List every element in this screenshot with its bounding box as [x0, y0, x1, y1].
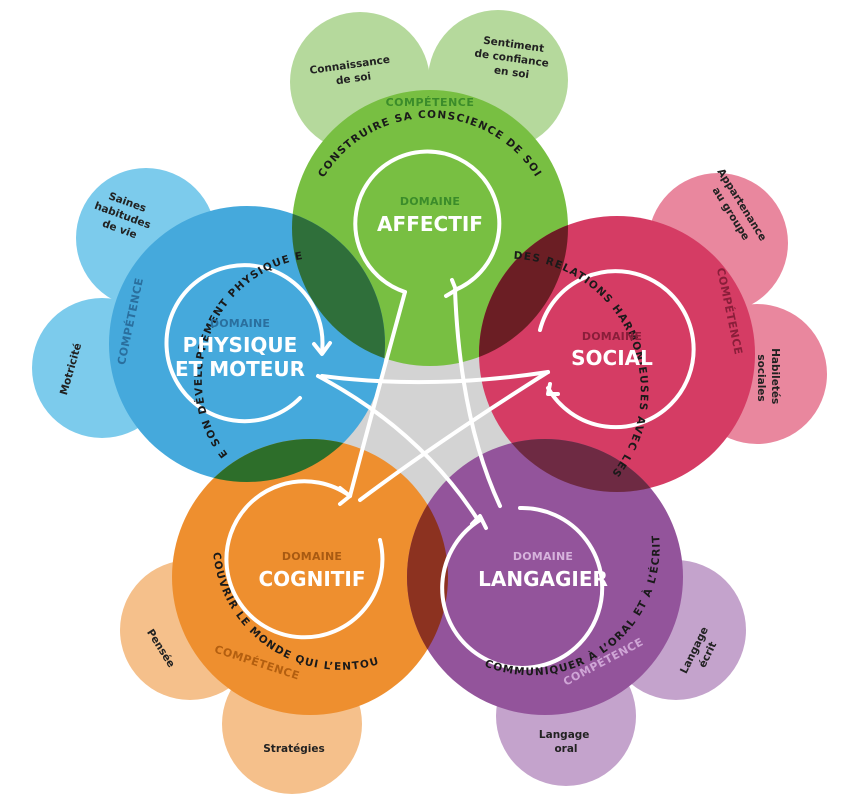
domain-name-physique-1: PHYSIQUE: [183, 333, 298, 357]
petal-label: sociales: [755, 354, 767, 401]
loop-cognitif: [224, 479, 385, 640]
domain-label-social: DOMAINE: [582, 330, 642, 343]
petal-label: Langage: [539, 729, 590, 741]
petal-label: Habiletés: [769, 348, 781, 404]
loop-social: [538, 269, 696, 430]
loop-langagier: [440, 505, 605, 670]
arrow-physique: [312, 341, 332, 356]
domain-label-langagier: DOMAINE: [513, 550, 573, 563]
arrow-social: [546, 382, 560, 396]
petal-label: de soi: [335, 70, 372, 87]
circle-langagier: [407, 439, 683, 715]
loop-affectif: [353, 149, 502, 294]
petal-label: oral: [554, 743, 577, 755]
domain-label-affectif: DOMAINE: [400, 195, 460, 208]
domain-name-affectif: AFFECTIF: [377, 212, 483, 236]
arrow-langagier: [470, 514, 488, 530]
svg-text:Langage oral: Langage oral: [539, 729, 593, 755]
center-swooshes: [316, 288, 550, 522]
competence-label-affectif: COMPÉTENCE: [386, 96, 475, 109]
domain-name-physique-2: ET MOTEUR: [175, 357, 305, 381]
petal-label: Stratégies: [263, 743, 324, 755]
petal-label: en soi: [493, 64, 530, 81]
domain-name-langagier: LANGAGIER: [478, 567, 608, 591]
domain-label-physique: DOMAINE: [210, 317, 270, 330]
overlap-zones: [172, 206, 683, 715]
loop-physique: [164, 263, 325, 424]
circle-cognitif: [172, 439, 448, 715]
domain-name-social: SOCIAL: [571, 346, 653, 370]
domain-label-cognitif: DOMAINE: [282, 550, 342, 563]
domain-name-cognitif: COGNITIF: [258, 567, 365, 591]
svg-text:Habiletés sociales: Habiletés sociales: [755, 348, 781, 408]
